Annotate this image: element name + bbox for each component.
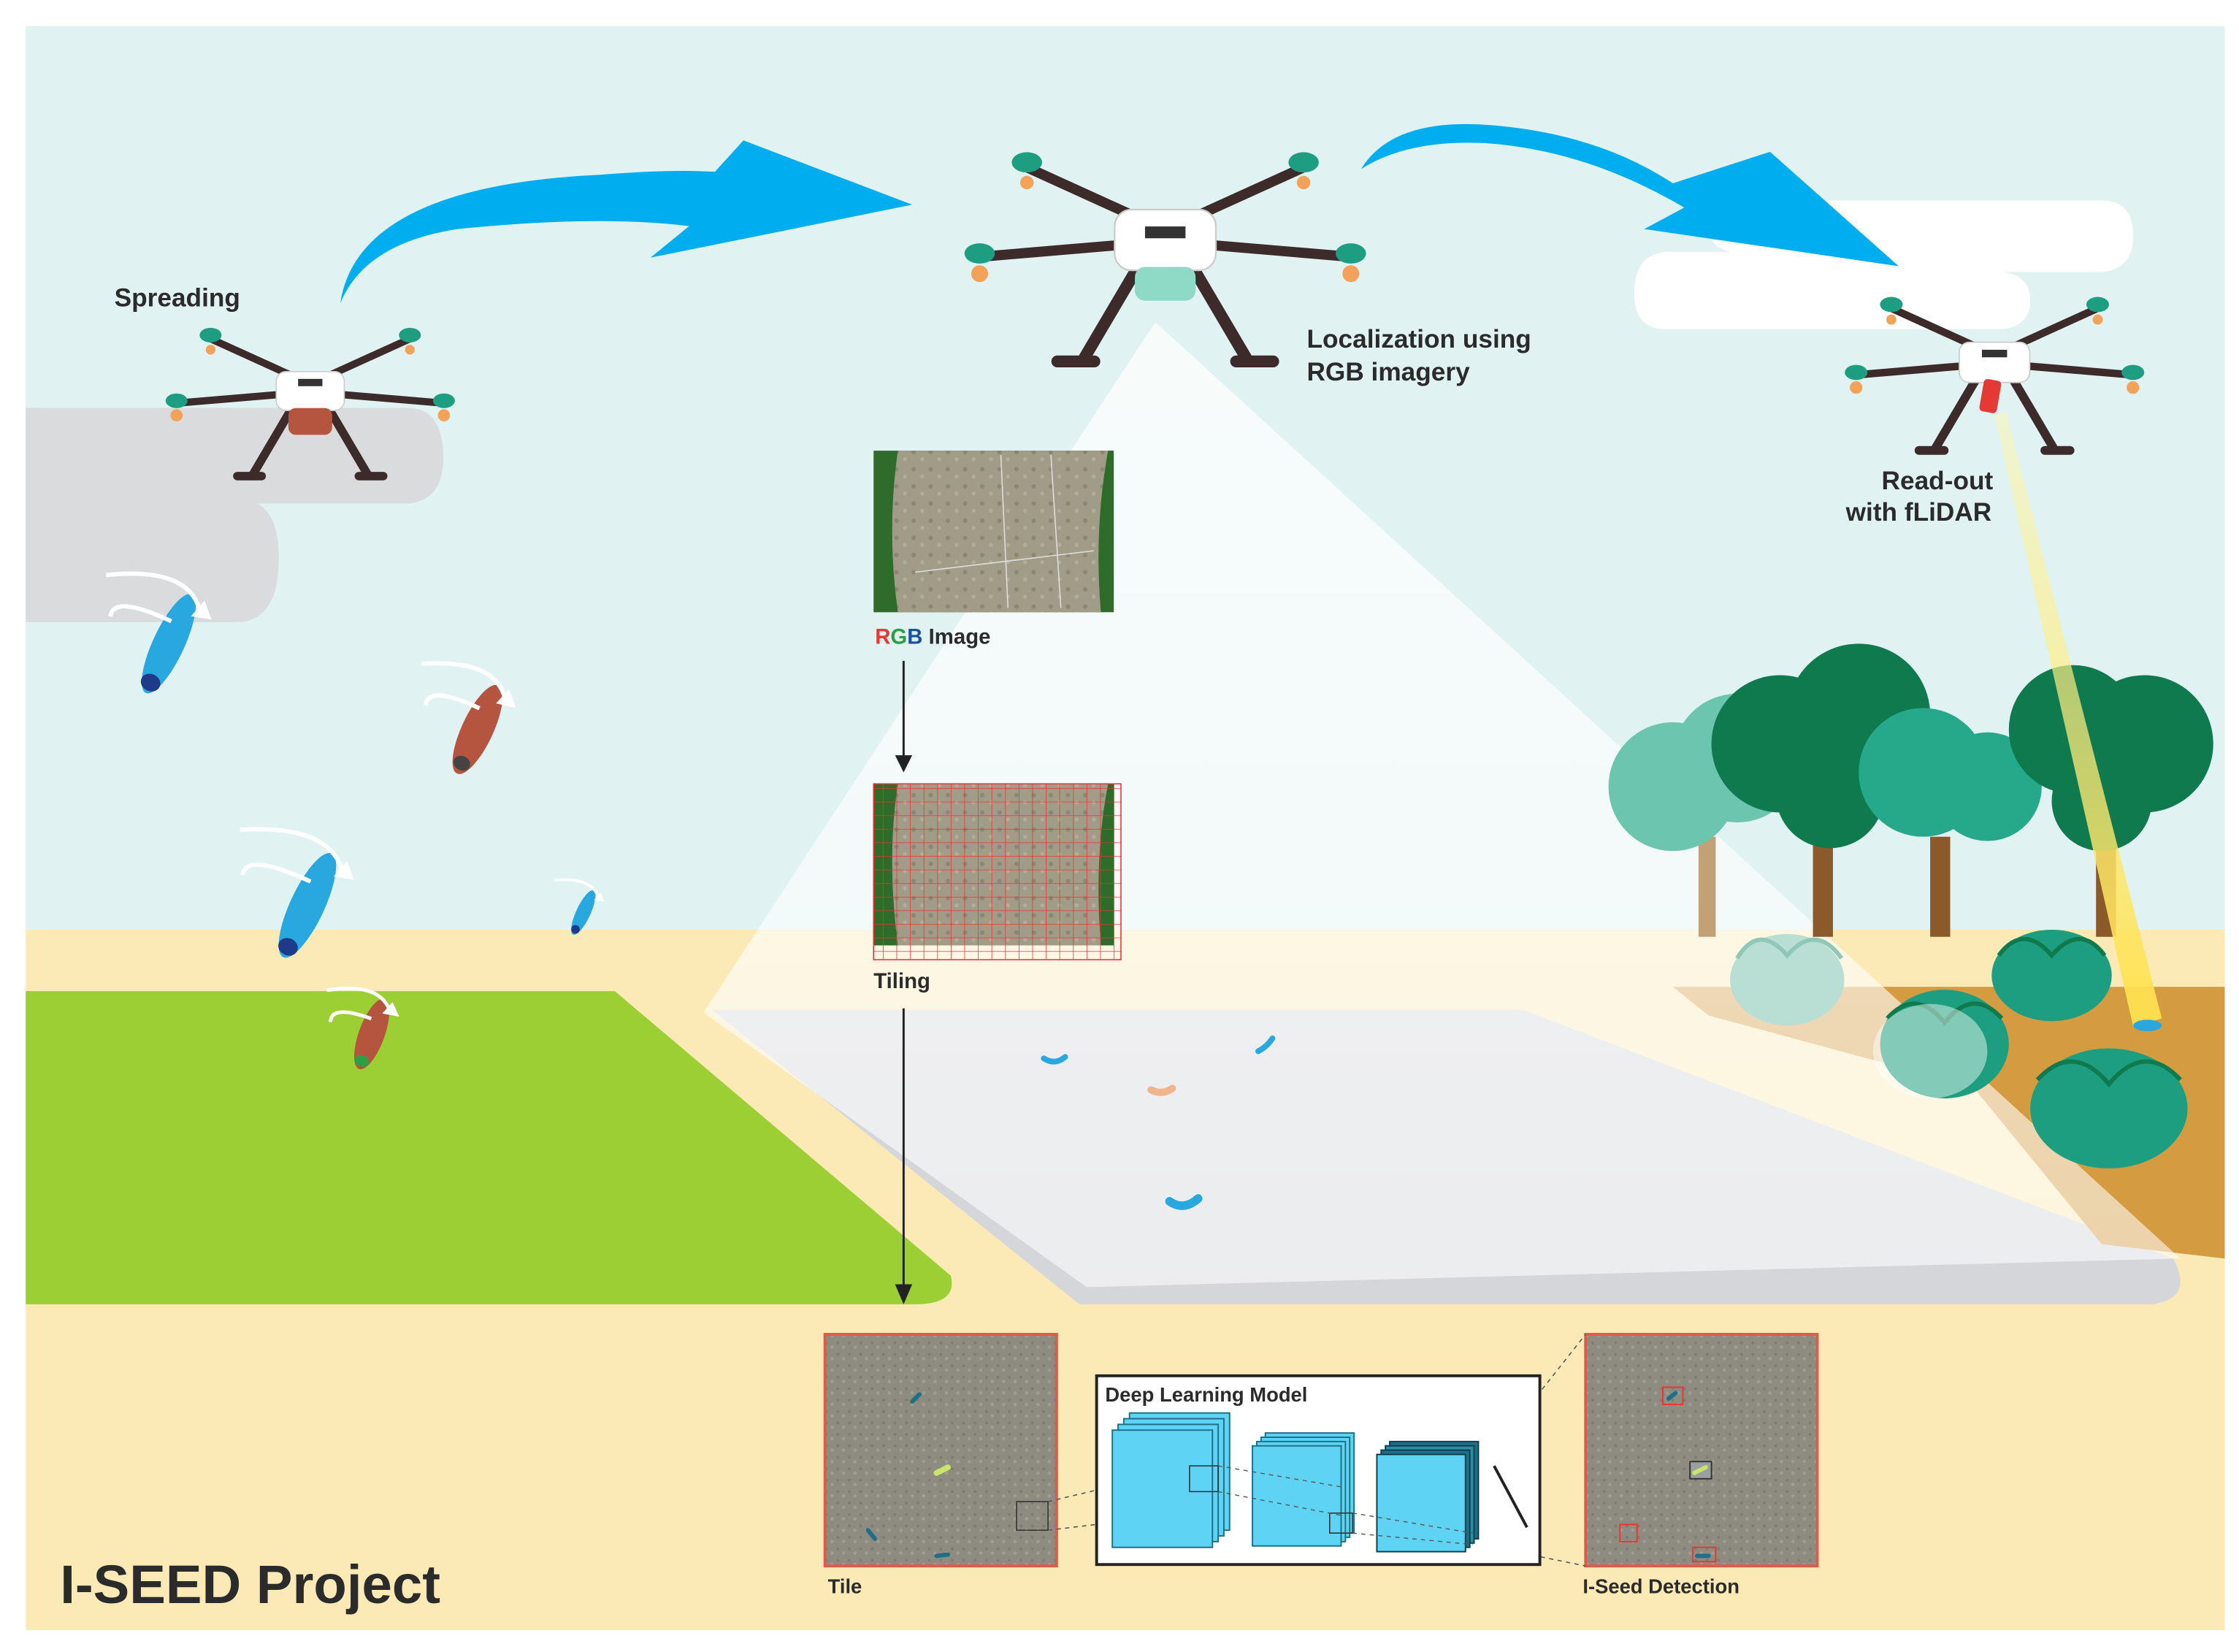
rgb-image [873,451,1114,613]
seed-1 [105,571,212,694]
label-readout-line2: with fLiDAR [1845,498,1992,527]
project-title: I-SEED Project [60,1554,440,1615]
rgb-letter-r: R [875,624,890,649]
tile-image [823,1333,1058,1568]
labels: Spreading Localization using RGB imagery… [60,283,1993,1615]
arrow-spreading-to-localization [340,140,913,304]
ground-seeds [1041,1035,1276,1210]
flow-arrows [895,660,913,1304]
cabbages [1730,929,2188,1169]
arrow-localization-to-readout [1360,123,1899,267]
seed-3 [240,827,354,958]
cabbage-3 [1880,990,2009,1098]
tiling-image [873,783,1122,960]
rgb-letter-b: B [907,624,922,649]
cnn-output-line [1493,1465,1528,1529]
lidar-beam [1994,412,2162,1028]
label-tile: Tile [828,1575,862,1597]
cnn-layer-1 [1111,1412,1231,1548]
cabbage-4 [2030,1048,2188,1169]
drone-localization [964,152,1366,367]
cnn-layer-2 [1252,1432,1355,1547]
label-localization-line2: RGB imagery [1306,358,1470,386]
rgb-image-word: Image [922,624,990,649]
tree-3 [1859,708,2042,937]
falling-seeds [105,571,605,1070]
label-iseed-detection: I-Seed Detection [1582,1575,1739,1597]
seed-5 [326,986,399,1070]
cabbage-2 [1991,929,2112,1022]
green-field [26,991,952,1304]
label-rgb-image: RGB Image [875,624,990,649]
drone-readout [1845,297,2145,455]
cabbage-1 [1730,933,1845,1026]
label-tiling: Tiling [873,969,930,993]
cloud-left [26,408,443,623]
label-readout-line1: Read-out [1882,467,1994,495]
drone-spreading [165,327,455,481]
tree-2 [1711,643,1931,937]
seed-4 [554,878,605,935]
deep-learning-model-box [1095,1374,1542,1567]
label-spreading: Spreading [115,283,240,312]
detection-image [1584,1333,1819,1568]
label-deep-learning-model: Deep Learning Model [1105,1383,1307,1406]
label-localization-line1: Localization using [1306,325,1531,353]
lidar-target-seed [2133,1020,2162,1031]
seed-2 [421,661,516,774]
rgb-letter-g: G [890,624,907,649]
cnn-layer-3 [1376,1440,1480,1553]
